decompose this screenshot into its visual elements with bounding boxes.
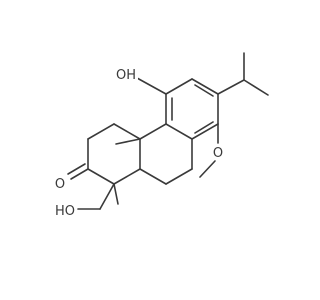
- bond: [165, 123, 193, 140]
- molecule-structure: OH O O HO: [53, 52, 269, 219]
- bond: [139, 123, 167, 140]
- bond: [87, 168, 115, 185]
- bonds: [67, 52, 269, 210]
- bond: [191, 78, 219, 95]
- atom-labels: OH O O HO: [53, 66, 225, 219]
- bond: [115, 138, 141, 145]
- double-bond-inner: [194, 121, 214, 134]
- bond: [99, 183, 115, 210]
- bond: [70, 168, 89, 180]
- double-bond-inner: [194, 84, 214, 97]
- bond: [165, 168, 193, 185]
- bond: [217, 79, 245, 95]
- hydroxyl-label-top: OH: [116, 68, 136, 83]
- bond: [113, 168, 141, 185]
- methoxy-oxygen-label: O: [213, 146, 223, 161]
- bond: [139, 168, 167, 185]
- hydroxyl-label-bottom: HO: [55, 204, 75, 219]
- ketone-oxygen-label: O: [55, 177, 65, 192]
- bond: [136, 77, 167, 95]
- bond: [113, 183, 119, 205]
- bond: [243, 79, 269, 96]
- bond: [165, 78, 193, 95]
- bond: [199, 160, 216, 178]
- bond: [87, 123, 115, 140]
- bond: [191, 123, 219, 140]
- bond: [113, 123, 141, 140]
- bond: [67, 163, 86, 175]
